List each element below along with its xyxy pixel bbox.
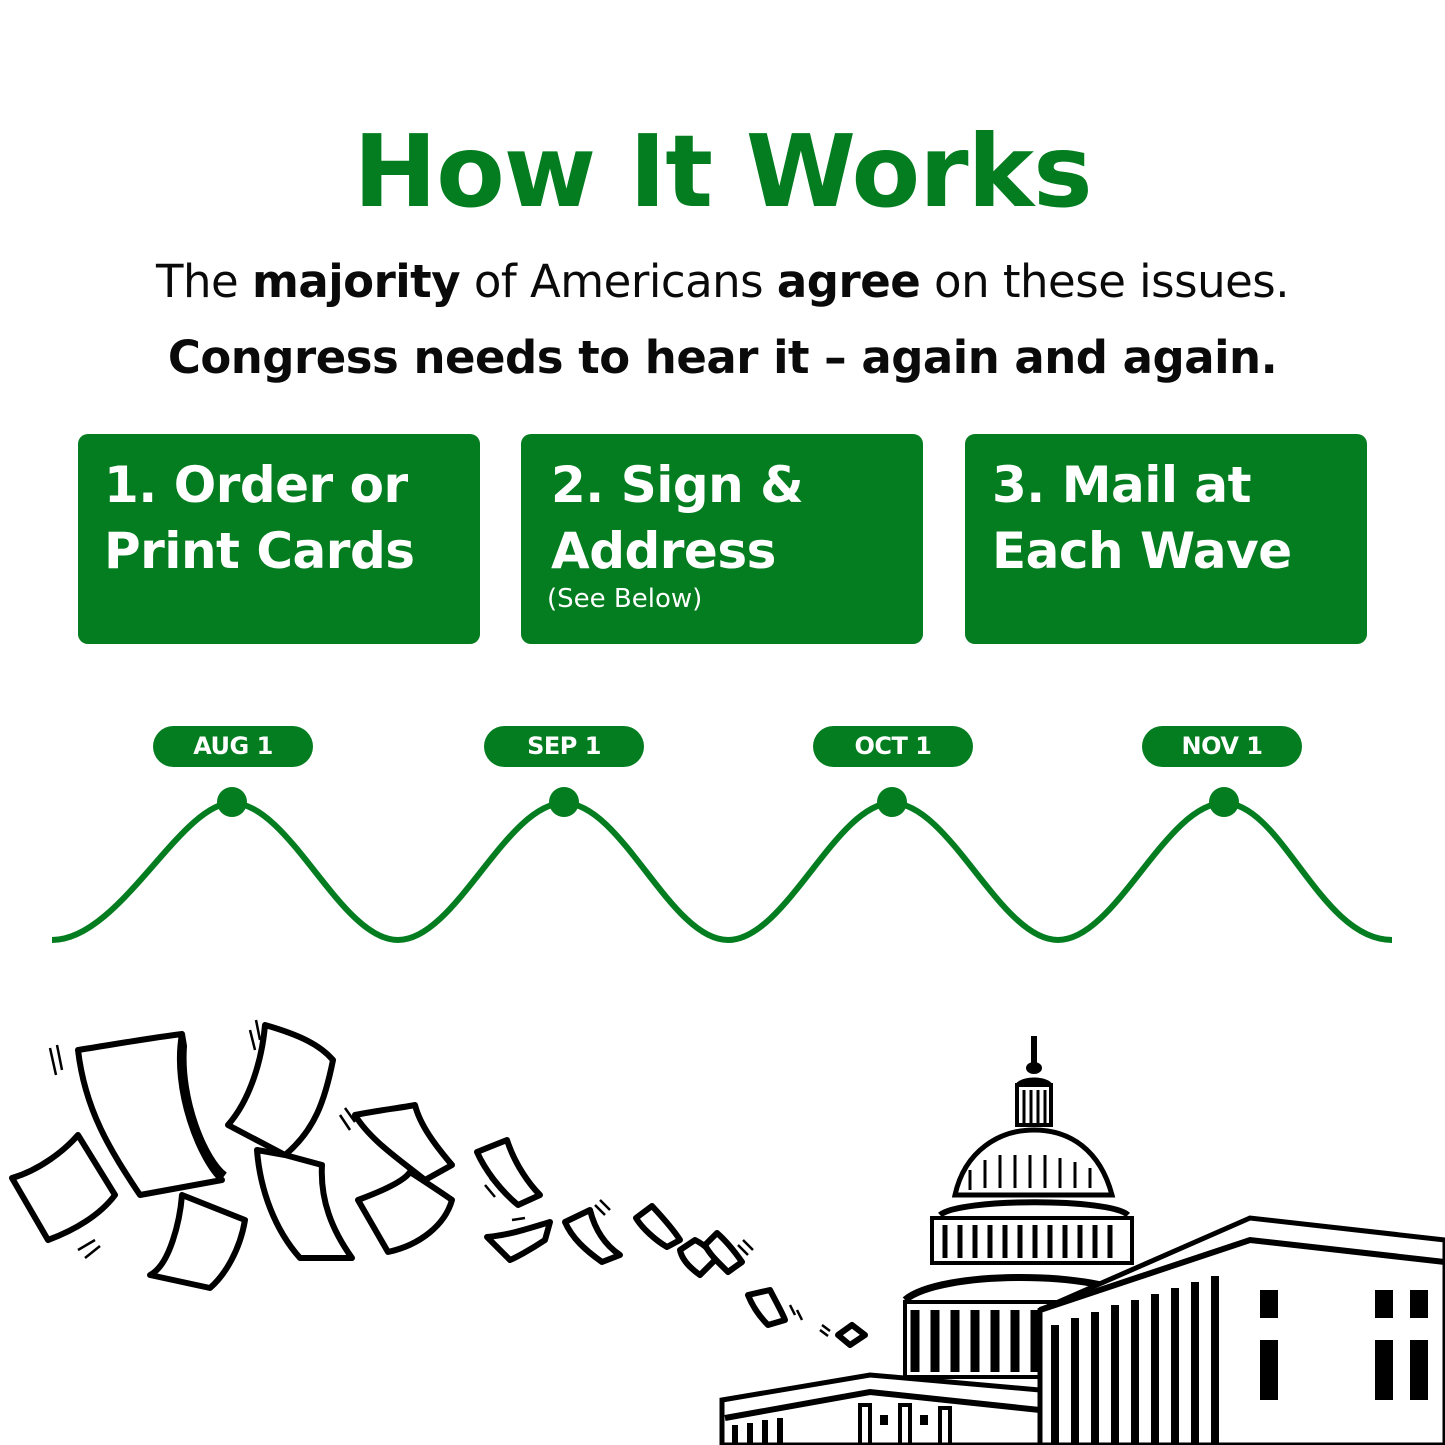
subtitle-emphasis: majority: [251, 255, 461, 308]
date-pill-aug: AUG 1: [153, 726, 313, 767]
wave-marker-dot-icon: [217, 787, 247, 817]
flying-papers-icon: [9, 1022, 868, 1348]
step-card-sign-address: 2. Sign & Address (See Below): [521, 434, 923, 644]
step-label: 1. Order or Print Cards: [104, 456, 415, 580]
step-note-see-below: (See Below): [547, 584, 703, 614]
wave-marker-dot-icon: [1209, 787, 1239, 817]
wave-marker-dot-icon: [549, 787, 579, 817]
us-capitol-building-icon: [719, 1036, 1445, 1445]
subtitle-line-2: Congress needs to hear it – again and ag…: [167, 331, 1278, 384]
motion-lines: [48, 1019, 831, 1337]
subtitle-text: The: [155, 255, 252, 308]
step-label: 3. Mail at Each Wave: [992, 456, 1292, 580]
illustration: [9, 1019, 1445, 1445]
step-card-mail-wave: 3. Mail at Each Wave: [965, 434, 1367, 644]
date-pill-nov: NOV 1: [1142, 726, 1302, 767]
page-title: How It Works: [353, 113, 1092, 230]
subtitle-text: on these issues.: [920, 255, 1290, 308]
subtitle-emphasis: agree: [776, 255, 921, 308]
subtitle-line-1: The majority of Americans agree on these…: [0, 252, 1445, 312]
step-label: 2. Sign & Address: [551, 456, 804, 580]
wave-marker-dot-icon: [877, 787, 907, 817]
sine-wave-icon: [51, 787, 1393, 944]
date-pill-oct: OCT 1: [813, 726, 973, 767]
subtitle-text: of Americans: [460, 255, 777, 308]
date-pill-sep: SEP 1: [484, 726, 644, 767]
step-card-order-print: 1. Order or Print Cards: [78, 434, 480, 644]
